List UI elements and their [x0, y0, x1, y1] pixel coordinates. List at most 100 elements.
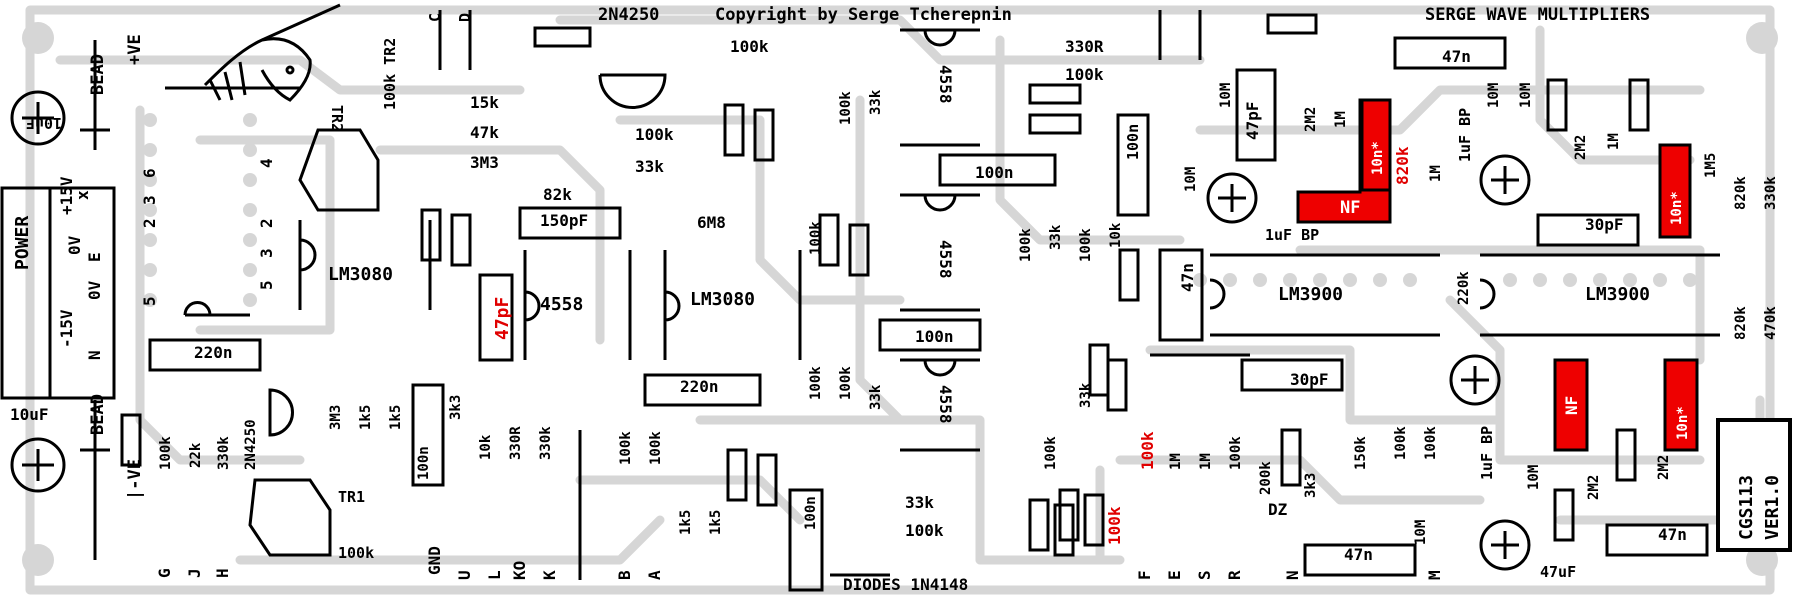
- label-r100k_d: 100k: [648, 431, 664, 465]
- label-r33k_e: 33k: [1048, 224, 1064, 250]
- ic-lm3080-a-outline: [298, 220, 432, 310]
- label-lbl_g: G: [155, 568, 174, 578]
- cap-1uf-bp-b: [1479, 154, 1531, 206]
- cap-47uf: [1479, 519, 1531, 571]
- label-r2m2_b: 2M2: [1573, 135, 1589, 160]
- label-tenuf_bot: 10uF: [10, 405, 49, 424]
- label-r2m2_c: 2M2: [1586, 475, 1602, 500]
- label-lm3900b: LM3900: [1585, 284, 1650, 305]
- label-lbl_k: K: [540, 570, 559, 580]
- label-c47n_a: 47n: [1178, 263, 1197, 292]
- red-10n-top-1-label: 10n*: [1370, 141, 1386, 175]
- label-r100k_k: 100k: [1065, 65, 1104, 84]
- label-r470k: 470k: [1763, 306, 1779, 340]
- label-r33k_a: 33k: [635, 157, 664, 176]
- label-c100n_b: 100n: [975, 163, 1014, 182]
- label-cap1uf_b: 1uF BP: [1456, 108, 1474, 162]
- ic-pads: [143, 113, 1697, 307]
- label-nn: N: [85, 350, 104, 360]
- label-lbl_n: N: [1283, 570, 1302, 580]
- label-lbl_u: U: [455, 570, 474, 580]
- label-lbl_l: L: [485, 570, 504, 580]
- label-lm3080a: LM3080: [328, 264, 393, 285]
- label-lbl_a: A: [645, 570, 664, 580]
- label-lm3080b: LM3080: [690, 289, 755, 310]
- label-r10k_b: 10k: [1108, 222, 1124, 248]
- label-tenuf_top: 10uF: [26, 114, 62, 132]
- label-r100k_h: 100k: [808, 366, 824, 400]
- label-r100k_c: 100k: [618, 431, 634, 465]
- label-r100k_red1: 100k: [1105, 506, 1124, 545]
- label-bead2: BEAD: [88, 394, 108, 435]
- power-connector-outline: [0, 186, 116, 400]
- transistor-2n4250-left: [268, 388, 294, 437]
- label-c47n_b: 47n: [1344, 545, 1373, 564]
- ic-lm3900-b-outline: [1479, 253, 1720, 337]
- label-lbl_e: E: [1165, 570, 1184, 580]
- label-r10m_b: 10M: [1218, 83, 1234, 108]
- label-c47n_c: 47n: [1442, 47, 1471, 66]
- label-c220n_b: 220n: [680, 377, 719, 396]
- label-r100k_o: 100k: [1228, 436, 1244, 470]
- transistor-tr2-outline: [298, 128, 380, 212]
- mount-hole-bottom-left: [22, 544, 54, 576]
- label-r2m2_d: 2M2: [1656, 455, 1672, 480]
- label-p15v: +15V: [57, 176, 76, 215]
- label-r100k_l: 100k: [1018, 228, 1034, 262]
- label-lbl_m: M: [1425, 570, 1444, 580]
- label-r100k_j: 100k: [905, 521, 944, 540]
- ic-lm3080-b-outline: [663, 250, 802, 360]
- label-r820k_red: 820k: [1393, 146, 1412, 185]
- label-xx: x: [73, 190, 92, 200]
- label-r220n_a: 220n: [194, 343, 233, 362]
- label-r100k_q: 100k: [1423, 426, 1439, 460]
- label-r100k_b: 100k: [635, 125, 674, 144]
- copyright-text: Copyright by Serge Tcherepnin: [715, 5, 1012, 25]
- label-r2m2_a: 2M2: [1303, 107, 1319, 132]
- version-line-1: CGS113: [1736, 475, 1757, 540]
- label-pin2b: 2: [257, 218, 276, 228]
- label-r100k_f: 100k: [838, 91, 854, 125]
- label-r100k_i: 100k: [838, 366, 854, 400]
- label-r47k: 47k: [470, 123, 499, 142]
- label-opamp4558a: 4558: [540, 294, 583, 315]
- label-r100k_n: 100k: [1043, 436, 1059, 470]
- label-r330r_b: 330R: [1065, 37, 1104, 56]
- label-r1m_d: 1M: [1428, 165, 1444, 182]
- label-pin3a: 3: [140, 195, 159, 205]
- label-lbl_s: S: [1195, 570, 1214, 580]
- header-transistor-label: 2N4250: [598, 5, 659, 25]
- label-r330r_a: 330R: [508, 426, 524, 460]
- label-tr1_name: 2N4250: [243, 419, 259, 470]
- label-r1m5: 1M5: [1703, 153, 1719, 178]
- ic-lm3900-a-outline: [1209, 253, 1440, 337]
- mount-hole-top-left: [22, 22, 54, 54]
- red-nf-bottom: [1553, 358, 1589, 452]
- label-lbl_f: F: [1135, 570, 1154, 580]
- ic-4558-b-outline: [900, 28, 980, 147]
- label-lbl_r: R: [1225, 570, 1244, 580]
- label-r100k_tr2: 100k TR2: [381, 38, 399, 110]
- mounting-holes: [22, 22, 1778, 576]
- label-r100k_e: 100k: [730, 37, 769, 56]
- label-r100k_m: 100k: [1078, 228, 1094, 262]
- label-r6m8: 6M8: [697, 213, 726, 232]
- label-lbl_h: H: [213, 568, 232, 578]
- label-r330k_c: 330k: [1763, 176, 1779, 210]
- mount-hole-top-right: [1746, 22, 1778, 54]
- cap-10uf-bottom: [10, 437, 66, 493]
- label-r3m3b: 3M3: [470, 153, 499, 172]
- label-r1k5d: 1k5: [708, 510, 724, 535]
- ic-4558-c-outline: [900, 193, 980, 312]
- label-r10m_d: 10M: [1518, 83, 1534, 108]
- label-c47pf_a: 47pF: [492, 297, 513, 340]
- label-opamp4558c: 4558: [936, 240, 955, 279]
- label-c_top: C: [426, 13, 444, 22]
- label-c100n_c: 100n: [915, 327, 954, 346]
- label-c30pf_b: 30pF: [1585, 215, 1624, 234]
- label-pin3b: 3: [257, 248, 276, 258]
- label-r330k_a: 330k: [216, 436, 232, 470]
- label-tr1: TR1: [338, 488, 365, 506]
- label-r22k_a: 22k: [188, 442, 204, 468]
- label-pin2a: 2: [140, 218, 159, 228]
